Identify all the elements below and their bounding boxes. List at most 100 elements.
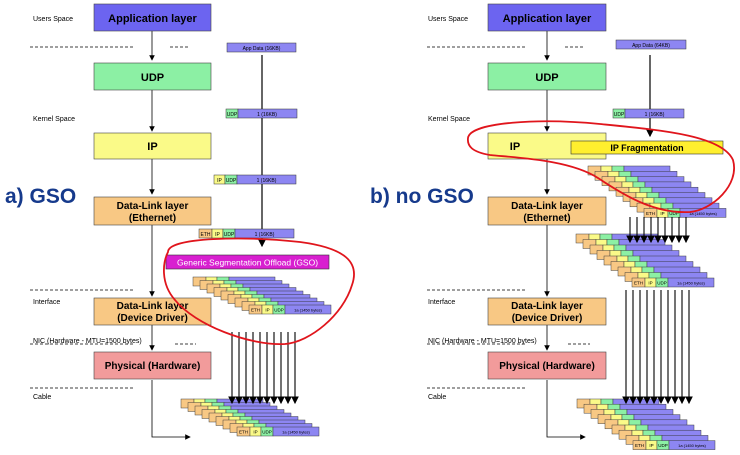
datalink-ethernet-box: Data-Link layer (Ethernet) [487, 196, 607, 226]
fragment-packet [629, 197, 713, 208]
gso-box: Generic Segmentation Offload (GSO) [165, 254, 330, 270]
svg-text:Data-Link layer: Data-Link layer [511, 301, 583, 312]
panel-no-gso: Users Space Kernel Space Interface NIC (… [370, 3, 735, 450]
interface-label: Interface [428, 299, 455, 306]
application-layer-box: Application layer [487, 3, 607, 32]
datalink-driver-box: Data-Link layer (Device Driver) [93, 297, 212, 326]
fragment-label: IP [660, 211, 664, 216]
svg-text:Application layer: Application layer [503, 13, 592, 25]
fragment-label: 1a (1450 bytes) [282, 430, 310, 435]
fragment-packet: ETH IP UDP 1a (1450 bytes) [643, 208, 727, 218]
svg-text:UDP: UDP [224, 232, 235, 238]
gso-highlight-circle [163, 237, 355, 345]
fragment-packet [617, 266, 701, 277]
fragment-packet: ETH IP UDP 1a (1450 bytes) [248, 304, 332, 315]
svg-text:Data-Link layer: Data-Link layer [511, 201, 583, 212]
fragment-stack-ethernet: ETH IP UDP 1a (1450 bytes) [575, 233, 715, 288]
fragment-label: ETH [634, 281, 643, 286]
fragment-packet [624, 272, 708, 282]
svg-text:(Ethernet): (Ethernet) [523, 213, 570, 224]
fragment-label: ETH [635, 443, 644, 448]
ip-fragmentation-box: IP Fragmentation [570, 140, 724, 155]
fragment-packet [625, 435, 709, 445]
fragment-label: UDP [657, 281, 667, 286]
svg-text:IP Fragmentation: IP Fragmentation [610, 143, 683, 153]
fragment-segment [272, 426, 320, 437]
fragment-packet [597, 414, 681, 424]
fragment-label: 1a (1450 bytes) [294, 308, 322, 313]
svg-text:UDP: UDP [614, 112, 625, 118]
fragment-label: UDP [669, 211, 679, 216]
udp-layer-box: UDP [93, 62, 212, 91]
ip-packet: IP UDP 1 (16KB) [213, 174, 297, 185]
fragment-packet [587, 165, 671, 176]
svg-text:UDP: UDP [141, 72, 164, 84]
svg-text:App Data (64KB): App Data (64KB) [632, 43, 670, 49]
fragment-packet: ETH IP UDP 1a (1450 bytes) [631, 277, 715, 288]
udp-layer-box: UDP [487, 62, 607, 91]
fragment-label: UDP [274, 308, 284, 313]
kernel-space-label: Kernel Space [428, 116, 470, 123]
panel-title: a) GSO [5, 185, 76, 208]
datalink-ethernet-box: Data-Link layer (Ethernet) [93, 196, 212, 226]
fragment-label: IP [265, 308, 269, 313]
svg-text:ETH: ETH [201, 232, 211, 238]
svg-text:IP: IP [147, 141, 157, 153]
ip-fragmentation-highlight-circle [467, 120, 735, 213]
fragment-label: 1a (1450 bytes) [689, 211, 717, 216]
fragment-label: IP [253, 430, 257, 435]
fragment-label: ETH [239, 430, 248, 435]
fragment-label: UDP [658, 443, 668, 448]
datalink-driver-box: Data-Link layer (Device Driver) [487, 297, 607, 326]
ip-layer-box: IP [93, 132, 212, 160]
fragment-segment [667, 277, 715, 288]
interface-label: Interface [33, 299, 60, 306]
svg-text:1 (16KB): 1 (16KB) [257, 112, 277, 118]
users-space-label: Users Space [428, 16, 468, 23]
physical-layer-box: Physical (Hardware) [487, 351, 607, 380]
cable-label: Cable [33, 394, 51, 401]
cable-label: Cable [428, 394, 446, 401]
svg-text:1 (16KB): 1 (16KB) [255, 232, 275, 238]
svg-text:UDP: UDP [226, 178, 237, 184]
fragment-segment [284, 304, 332, 315]
udp-packet: UDP 1 (16KB) [225, 108, 298, 119]
fragment-label: 1a (1450 bytes) [678, 443, 706, 448]
fragment-label: 1a (1450 bytes) [677, 281, 705, 286]
svg-text:(Ethernet): (Ethernet) [129, 213, 176, 224]
fragment-segment [668, 440, 716, 450]
physical-layer-box: Physical (Hardware) [93, 351, 212, 380]
users-space-label: Users Space [33, 16, 73, 23]
svg-text:Generic Segmentation Offload (: Generic Segmentation Offload (GSO) [177, 258, 318, 268]
kernel-space-label: Kernel Space [33, 116, 75, 123]
svg-text:IP: IP [510, 141, 520, 153]
udp-packet: UDP 1 (16KB) [612, 108, 685, 119]
svg-text:(Device Driver): (Device Driver) [512, 313, 583, 324]
app-data-packet: App Data (64KB) [615, 39, 687, 50]
fragment-stack-ip: ETH IP UDP 1a (1450 bytes) [587, 165, 727, 218]
fragment-label: ETH [251, 308, 260, 313]
svg-text:IP: IP [217, 178, 222, 184]
svg-text:(Device Driver): (Device Driver) [117, 313, 188, 324]
svg-text:Physical (Hardware): Physical (Hardware) [105, 361, 201, 372]
svg-text:UDP: UDP [535, 72, 558, 84]
segment-stack-interface: ETH IP UDP 1a (1450 bytes) [192, 276, 332, 315]
svg-text:Data-Link layer: Data-Link layer [117, 201, 189, 212]
svg-text:1 (16KB): 1 (16KB) [645, 112, 665, 118]
eth-packet: ETH IP UDP 1 (16KB) [198, 228, 295, 239]
svg-text:UDP: UDP [227, 112, 238, 118]
svg-text:IP: IP [215, 232, 220, 238]
fragment-arrows [622, 217, 693, 405]
fragment-label: ETH [646, 211, 655, 216]
svg-text:Physical (Hardware): Physical (Hardware) [499, 361, 595, 372]
fragment-label: IP [648, 281, 652, 286]
nic-label: NIC (Hardware - MTU=1500 bytes) [428, 338, 537, 345]
app-data-packet: App Data (16KB) [226, 42, 297, 53]
svg-text:Data-Link layer: Data-Link layer [117, 301, 189, 312]
application-layer-box: Application layer [93, 3, 212, 32]
